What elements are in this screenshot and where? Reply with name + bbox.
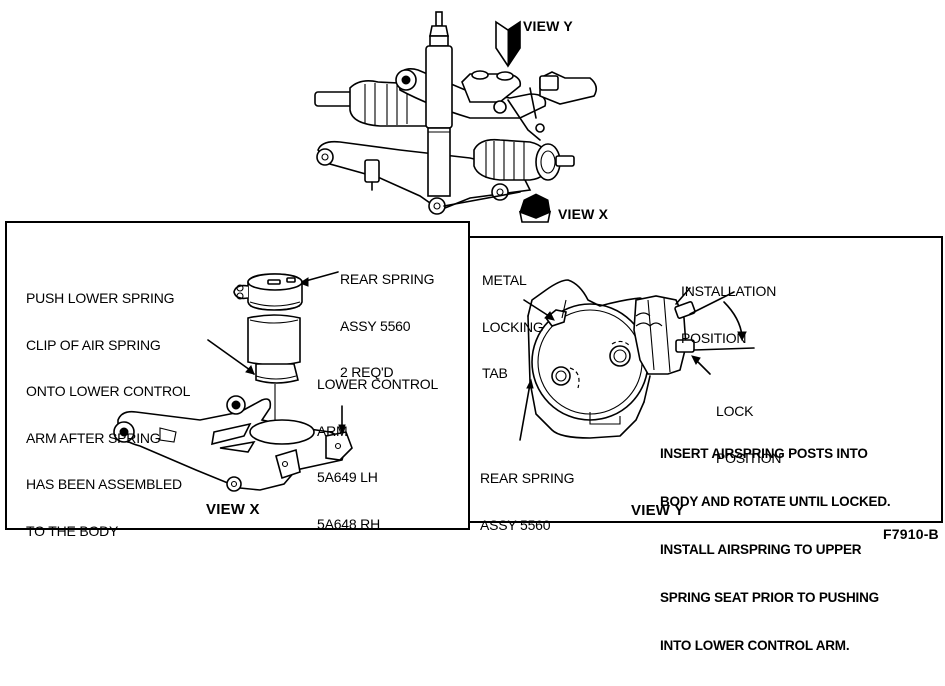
callout-line: ASSY 5560	[480, 516, 551, 533]
rear-suspension-assembly-drawing	[314, 11, 598, 223]
rear-spring-y-callout: REAR SPRING ASSY 5560	[480, 440, 574, 564]
shock-absorber-drawing	[425, 11, 521, 215]
installation-position-callout: INSTALLATION POSITION	[681, 253, 776, 377]
right-halfshaft-drawing	[473, 138, 575, 201]
view-x-arrow-label: VIEW X	[558, 206, 609, 222]
metal-locking-tab-callout: METAL LOCKING TAB	[482, 242, 544, 413]
view-y-title: VIEW Y	[631, 502, 685, 519]
instruction-line: BODY AND ROTATE UNTIL LOCKED.	[660, 494, 891, 509]
callout-line: LOCK	[716, 403, 754, 419]
body-mount-outline	[527, 279, 651, 439]
callout-line: PUSH LOWER SPRING	[26, 290, 175, 306]
callout-line: 5A648 RH	[317, 515, 380, 532]
air-spring-and-lower-arm-drawing	[113, 271, 353, 492]
callout-line: CLIP OF AIR SPRING	[26, 336, 161, 353]
callout-line: ARM	[317, 422, 348, 439]
rear-suspension-overview: VIEW Y VIEW X	[0, 0, 945, 225]
panel-view-x-content: PUSH LOWER SPRING CLIP OF AIR SPRING ONT…	[26, 241, 438, 538]
lock-position-line	[693, 347, 755, 351]
callout-line: INSTALLATION	[681, 283, 777, 299]
installation-instruction: INSERT AIRSPRING POSTS INTO BODY AND ROT…	[660, 414, 891, 686]
callout-line: 2 REQ'D	[340, 364, 394, 380]
callout-line: ASSY 5560	[340, 317, 411, 334]
callout-line: LOCKING	[482, 318, 544, 335]
lower-control-arm-callout: LOWER CONTROL ARM 5A649 LH 5A648 RH	[317, 346, 438, 563]
knuckle-drawing	[461, 70, 598, 141]
callout-line: REAR SPRING	[480, 470, 575, 486]
lock-position-callout: LOCK POSITION	[716, 373, 781, 497]
callout-line: ONTO LOWER CONTROL	[26, 383, 191, 399]
body-mount-drawing	[519, 279, 755, 441]
installation-position-line	[689, 291, 735, 315]
panel-view-y	[468, 236, 943, 523]
callout-line: ARM AFTER SPRING	[26, 429, 161, 446]
installation-position-leader	[675, 287, 691, 305]
callout-line: HAS BEEN ASSEMBLED	[26, 476, 182, 492]
view-x-arrow	[518, 193, 552, 223]
push-instruction-callout: PUSH LOWER SPRING CLIP OF AIR SPRING ONT…	[26, 260, 190, 570]
instruction-line: INSTALL AIRSPRING TO UPPER	[660, 542, 862, 557]
view-x-title: VIEW X	[206, 501, 260, 518]
lower-arm-drawing	[316, 140, 532, 211]
callout-line: METAL	[482, 272, 527, 288]
instruction-line: SPRING SEAT PRIOR TO PUSHING	[660, 590, 879, 605]
view-y-arrow	[495, 20, 521, 68]
panel-view-y-content: METAL LOCKING TAB INSTALLATION POSITION …	[480, 242, 891, 653]
instruction-line: INTO LOWER CONTROL ARM.	[660, 638, 850, 653]
callout-line: LOWER CONTROL	[317, 376, 439, 392]
instruction-line: INSERT AIRSPRING POSTS INTO	[660, 446, 868, 461]
rear-spring-y-leader	[519, 383, 531, 441]
callout-line: POSITION	[716, 449, 782, 466]
lower-control-arm-drawing	[113, 395, 353, 492]
view-y-arrow-label: VIEW Y	[523, 18, 573, 34]
callout-line: REAR SPRING	[340, 271, 435, 287]
figure-id: F7910-B	[883, 526, 939, 542]
air-spring-drawing	[233, 273, 303, 438]
rear-spring-callout: REAR SPRING ASSY 5560 2 REQ'D	[340, 241, 434, 412]
callout-line: TAB	[482, 365, 508, 381]
callout-line: 5A649 LH	[317, 469, 378, 485]
callout-line: TO THE BODY	[26, 522, 119, 539]
callout-line: POSITION	[681, 329, 747, 346]
